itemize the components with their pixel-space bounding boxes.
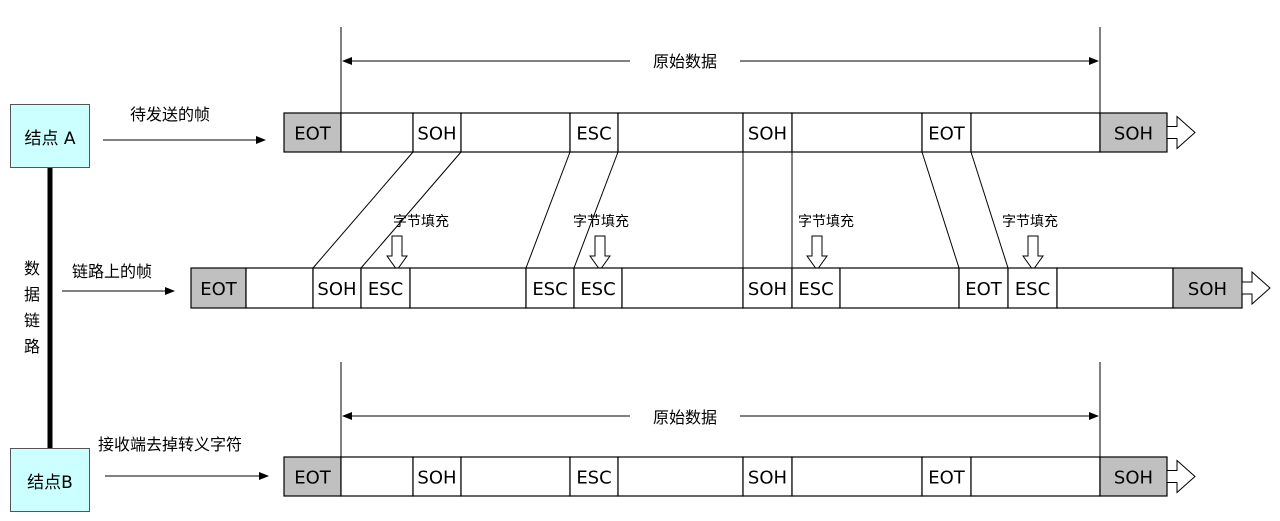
frame-cell: [569, 112, 619, 153]
frame-out-arrow-icon: [1241, 270, 1271, 306]
frame-cell: [742, 267, 793, 309]
mapping-line: [970, 151, 1009, 269]
frame-cell-label: ESC: [576, 468, 611, 489]
frame-cell: [340, 456, 414, 497]
stuffing-down-arrow-icon: [589, 235, 611, 271]
node-b-box: 结点B: [10, 448, 90, 512]
frame-cell-label: SOH: [748, 468, 787, 489]
frame-cell-label: ESC: [1015, 279, 1050, 300]
frame-cell-label: SOH: [317, 279, 356, 300]
frame-cell-label: SOH: [1188, 279, 1227, 300]
frame-cell: [245, 267, 314, 309]
frame-cell: [573, 267, 623, 309]
frame-cell-label: SOH: [748, 279, 787, 300]
frame-end-cell: [1099, 456, 1168, 497]
frame-cell: [340, 112, 414, 153]
original-data-label-top: 原始数据: [653, 52, 717, 71]
to-send-label: 待发送的帧: [130, 105, 211, 124]
frame-cell-label: EOT: [965, 279, 1003, 300]
frame-bottom: EOT SOH ESC SOH EOT SOH: [283, 456, 1196, 497]
stuffing-label: 字节填充: [393, 214, 449, 230]
frame-cell-label: EOT: [200, 279, 238, 300]
frame-cell-label: SOH: [1114, 124, 1153, 145]
frame-start-cell: [283, 456, 342, 497]
frame-cell: [970, 456, 1101, 497]
stuffing-down-arrow-icon: [806, 235, 828, 271]
frame-cell: [791, 267, 841, 309]
frame-cell: [312, 267, 362, 309]
stuffing-down-arrow-icon: [1022, 235, 1044, 271]
frame-start-cell: [190, 267, 247, 309]
frame-cell-label: SOH: [417, 468, 456, 489]
original-data-label-bottom: 原始数据: [653, 408, 717, 427]
frame-cell: [460, 456, 571, 497]
frame-cell-label: SOH: [748, 124, 787, 145]
mapping-line: [312, 151, 414, 269]
frame-cell-label: EOT: [928, 124, 966, 145]
stuffing-label: 字节填充: [1002, 214, 1058, 230]
frame-cell-label: SOH: [417, 124, 456, 145]
mapping-line: [360, 151, 462, 269]
frame-out-arrow-icon: [1166, 115, 1196, 150]
frame-cell-label: EOT: [928, 468, 966, 489]
frame-cell: [617, 112, 744, 153]
frame-end-cell: [1099, 112, 1168, 153]
frame-cell: [617, 456, 744, 497]
frame-cell: [742, 112, 793, 153]
mapping-line: [573, 151, 619, 269]
receiver-label: 接收端去掉转义字符: [98, 435, 243, 454]
frame-cell-label: SOH: [1114, 468, 1153, 489]
stuffing-label: 字节填充: [573, 214, 629, 230]
frame-cell-label: EOT: [294, 468, 332, 489]
frame-cell: [460, 112, 571, 153]
frame-cell: [525, 267, 575, 309]
frame-cell: [412, 456, 462, 497]
frame-cell: [1056, 267, 1174, 309]
stuffing-label: 字节填充: [798, 214, 854, 230]
frame-cell-label: ESC: [576, 124, 611, 145]
frame-out-arrow-icon: [1166, 459, 1196, 494]
frame-start-cell: [283, 112, 342, 153]
frame-cell-label: ESC: [580, 279, 615, 300]
frame-cell: [409, 267, 527, 309]
datalink-char: 路: [23, 337, 40, 356]
mapping-lines: [312, 151, 1009, 269]
frame-cell: [621, 267, 744, 309]
frame-cell: [958, 267, 1009, 309]
frame-cell: [970, 112, 1101, 153]
datalink-char: 链: [23, 311, 40, 330]
frame-cell: [791, 456, 923, 497]
frame-cell-label: ESC: [532, 279, 567, 300]
frame-cell: [360, 267, 411, 309]
frame-cell-label: ESC: [368, 279, 403, 300]
frame-top: EOT SOH ESC SOH EOT SOH: [283, 112, 1196, 153]
stuffing-down-arrow-icon: [386, 235, 408, 271]
frame-cell: [839, 267, 960, 309]
datalink-char: 数: [23, 259, 40, 278]
frame-end-cell: [1172, 267, 1243, 309]
node-a-box: 结点 A: [10, 104, 90, 168]
frame-cell: [1007, 267, 1058, 309]
mapping-line: [921, 151, 960, 269]
mapping-line: [525, 151, 571, 269]
link-frame-label: 链路上的帧: [72, 262, 153, 281]
datalink-char: 据: [23, 285, 40, 304]
frame-cell: [791, 112, 923, 153]
frame-cell: [742, 456, 793, 497]
frame-link: EOT SOH ESC ESC ESC SOH ESC EOT ESC SOH: [190, 267, 1271, 309]
frame-cell-label: EOT: [294, 124, 332, 145]
frame-cell-label: ESC: [798, 279, 833, 300]
datalink-vertical-label: 数 据 链 路: [22, 256, 42, 360]
stuffing-annotations: 字节填充 字节填充 字节填充 字节填充: [386, 214, 1058, 271]
